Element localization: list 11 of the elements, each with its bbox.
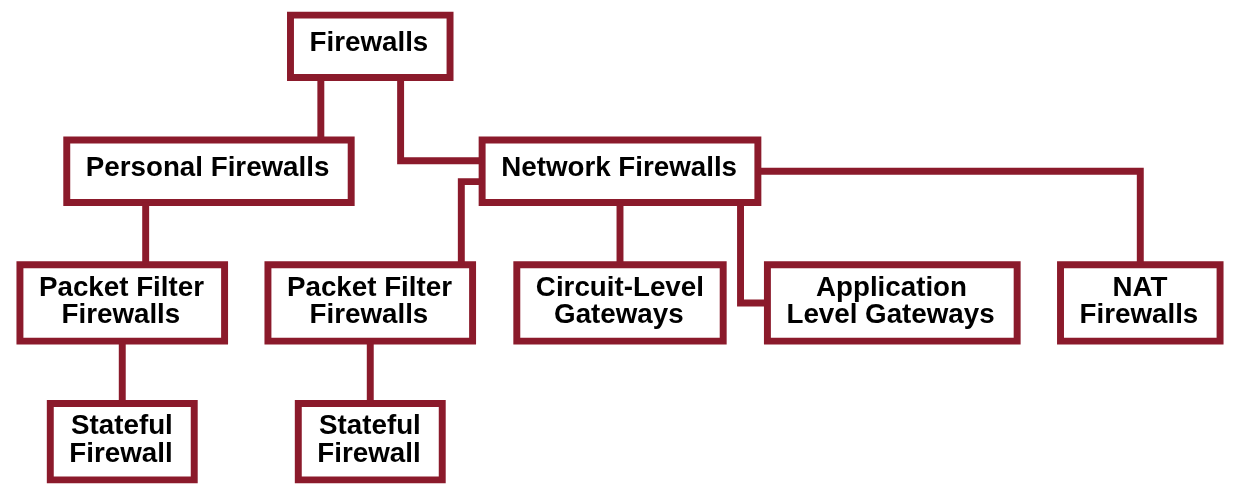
node-box: Stateful Firewall [46, 400, 198, 484]
node-box: Circuit-Level Gateways [512, 261, 727, 345]
node-box: Network Firewalls [478, 136, 761, 206]
node-box: Firewalls [286, 11, 453, 81]
node-box: Personal Firewalls [62, 136, 355, 206]
node-box: Packet Filter Firewalls [15, 261, 228, 345]
connector [457, 178, 482, 265]
node-box: Stateful Firewall [294, 400, 446, 484]
node-box: Application Level Gateways [763, 261, 1021, 345]
node-box: Packet Filter Firewalls [263, 261, 476, 345]
node-box: NAT Firewalls [1056, 261, 1224, 345]
